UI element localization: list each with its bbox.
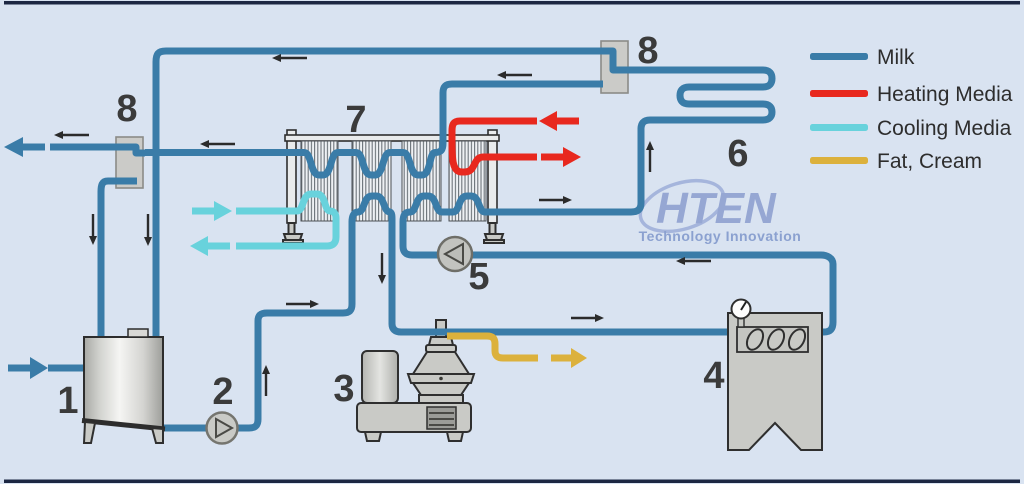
separator-foot — [363, 431, 383, 442]
milk-return-line — [152, 47, 628, 340]
milk-heating-pass — [399, 192, 837, 336]
homogenizer-piston — [766, 328, 786, 351]
logo-name: HTEN — [656, 184, 777, 233]
hx-top-bar — [284, 134, 500, 142]
milk-inlet-arrow — [8, 357, 48, 379]
milk-pipe-network — [48, 47, 837, 432]
milk-feed-line — [160, 192, 760, 432]
legend-label-cooling: Cooling Media — [877, 117, 1012, 140]
tank-leg — [82, 420, 97, 444]
label-heat-exchanger: 7 — [345, 99, 366, 141]
separator-bowl — [411, 351, 471, 375]
label-holding-tube: 6 — [727, 133, 748, 175]
separator-foot — [445, 431, 465, 442]
legend-label-milk: Milk — [877, 46, 915, 69]
cream-line — [447, 332, 538, 362]
heating-media-pipe — [448, 117, 537, 176]
heating-outlet-arrow — [541, 147, 581, 167]
homogenizer-piston — [745, 328, 765, 351]
hten-logo: HTEN Technology Innovation — [638, 178, 802, 244]
legend-label-heating: Heating Media — [877, 83, 1013, 106]
heating-inlet-arrow — [539, 111, 579, 131]
booster-pump — [436, 235, 474, 273]
top-border-rule — [4, 1, 1020, 5]
legend-swatch-milk — [810, 53, 868, 60]
legend-swatch-fat — [810, 157, 868, 164]
label-booster-pump: 5 — [468, 256, 489, 298]
holding-tube-pipe — [490, 66, 776, 216]
legend: Milk Heating Media Cooling Media Fat, Cr… — [810, 46, 1013, 173]
label-separator: 3 — [333, 368, 354, 410]
cooling-inlet-arrow — [192, 201, 232, 221]
pump-impeller — [442, 242, 464, 266]
logo-swoosh — [638, 178, 726, 234]
legend-swatch-heating — [810, 90, 868, 97]
tank-body — [83, 336, 164, 431]
cream-outlet-arrow — [551, 348, 587, 368]
label-homogenizer: 4 — [703, 355, 724, 397]
label-feed-pump: 2 — [212, 371, 233, 413]
bottom-border-rule — [4, 479, 1020, 483]
hx-left-foot — [282, 222, 304, 244]
pump-impeller — [215, 417, 235, 439]
feed-pump — [205, 411, 239, 445]
cooling-media-pipe — [236, 190, 340, 250]
milk-to-tank-line — [97, 177, 137, 340]
label-valve-top: 8 — [637, 30, 658, 72]
balance-tank — [81, 328, 166, 444]
milk-regeneration-pass — [145, 80, 603, 179]
label-balance-tank: 1 — [57, 380, 78, 422]
centrifugal-separator — [356, 319, 476, 442]
legend-swatch-cooling — [810, 124, 868, 131]
heating-pipe — [448, 111, 581, 176]
milk-outlet-line — [50, 143, 145, 157]
milk-outlet-arrow — [4, 137, 45, 157]
separator-motor — [361, 350, 399, 404]
legend-label-fat: Fat, Cream — [877, 150, 982, 173]
homogenizer-piston — [787, 328, 807, 351]
cooling-outlet-arrow — [190, 236, 230, 256]
logo-tagline: Technology Innovation — [639, 228, 802, 244]
label-valve-left: 8 — [116, 88, 137, 130]
cooling-pipe — [190, 190, 340, 256]
flow-direction-arrows — [54, 54, 711, 396]
gauge-needle — [740, 301, 747, 311]
homogenizer — [727, 298, 823, 451]
hx-right-foot — [483, 222, 505, 244]
tank-leg — [150, 426, 164, 444]
cream-pipe — [447, 332, 587, 368]
tank-lid — [127, 328, 149, 338]
